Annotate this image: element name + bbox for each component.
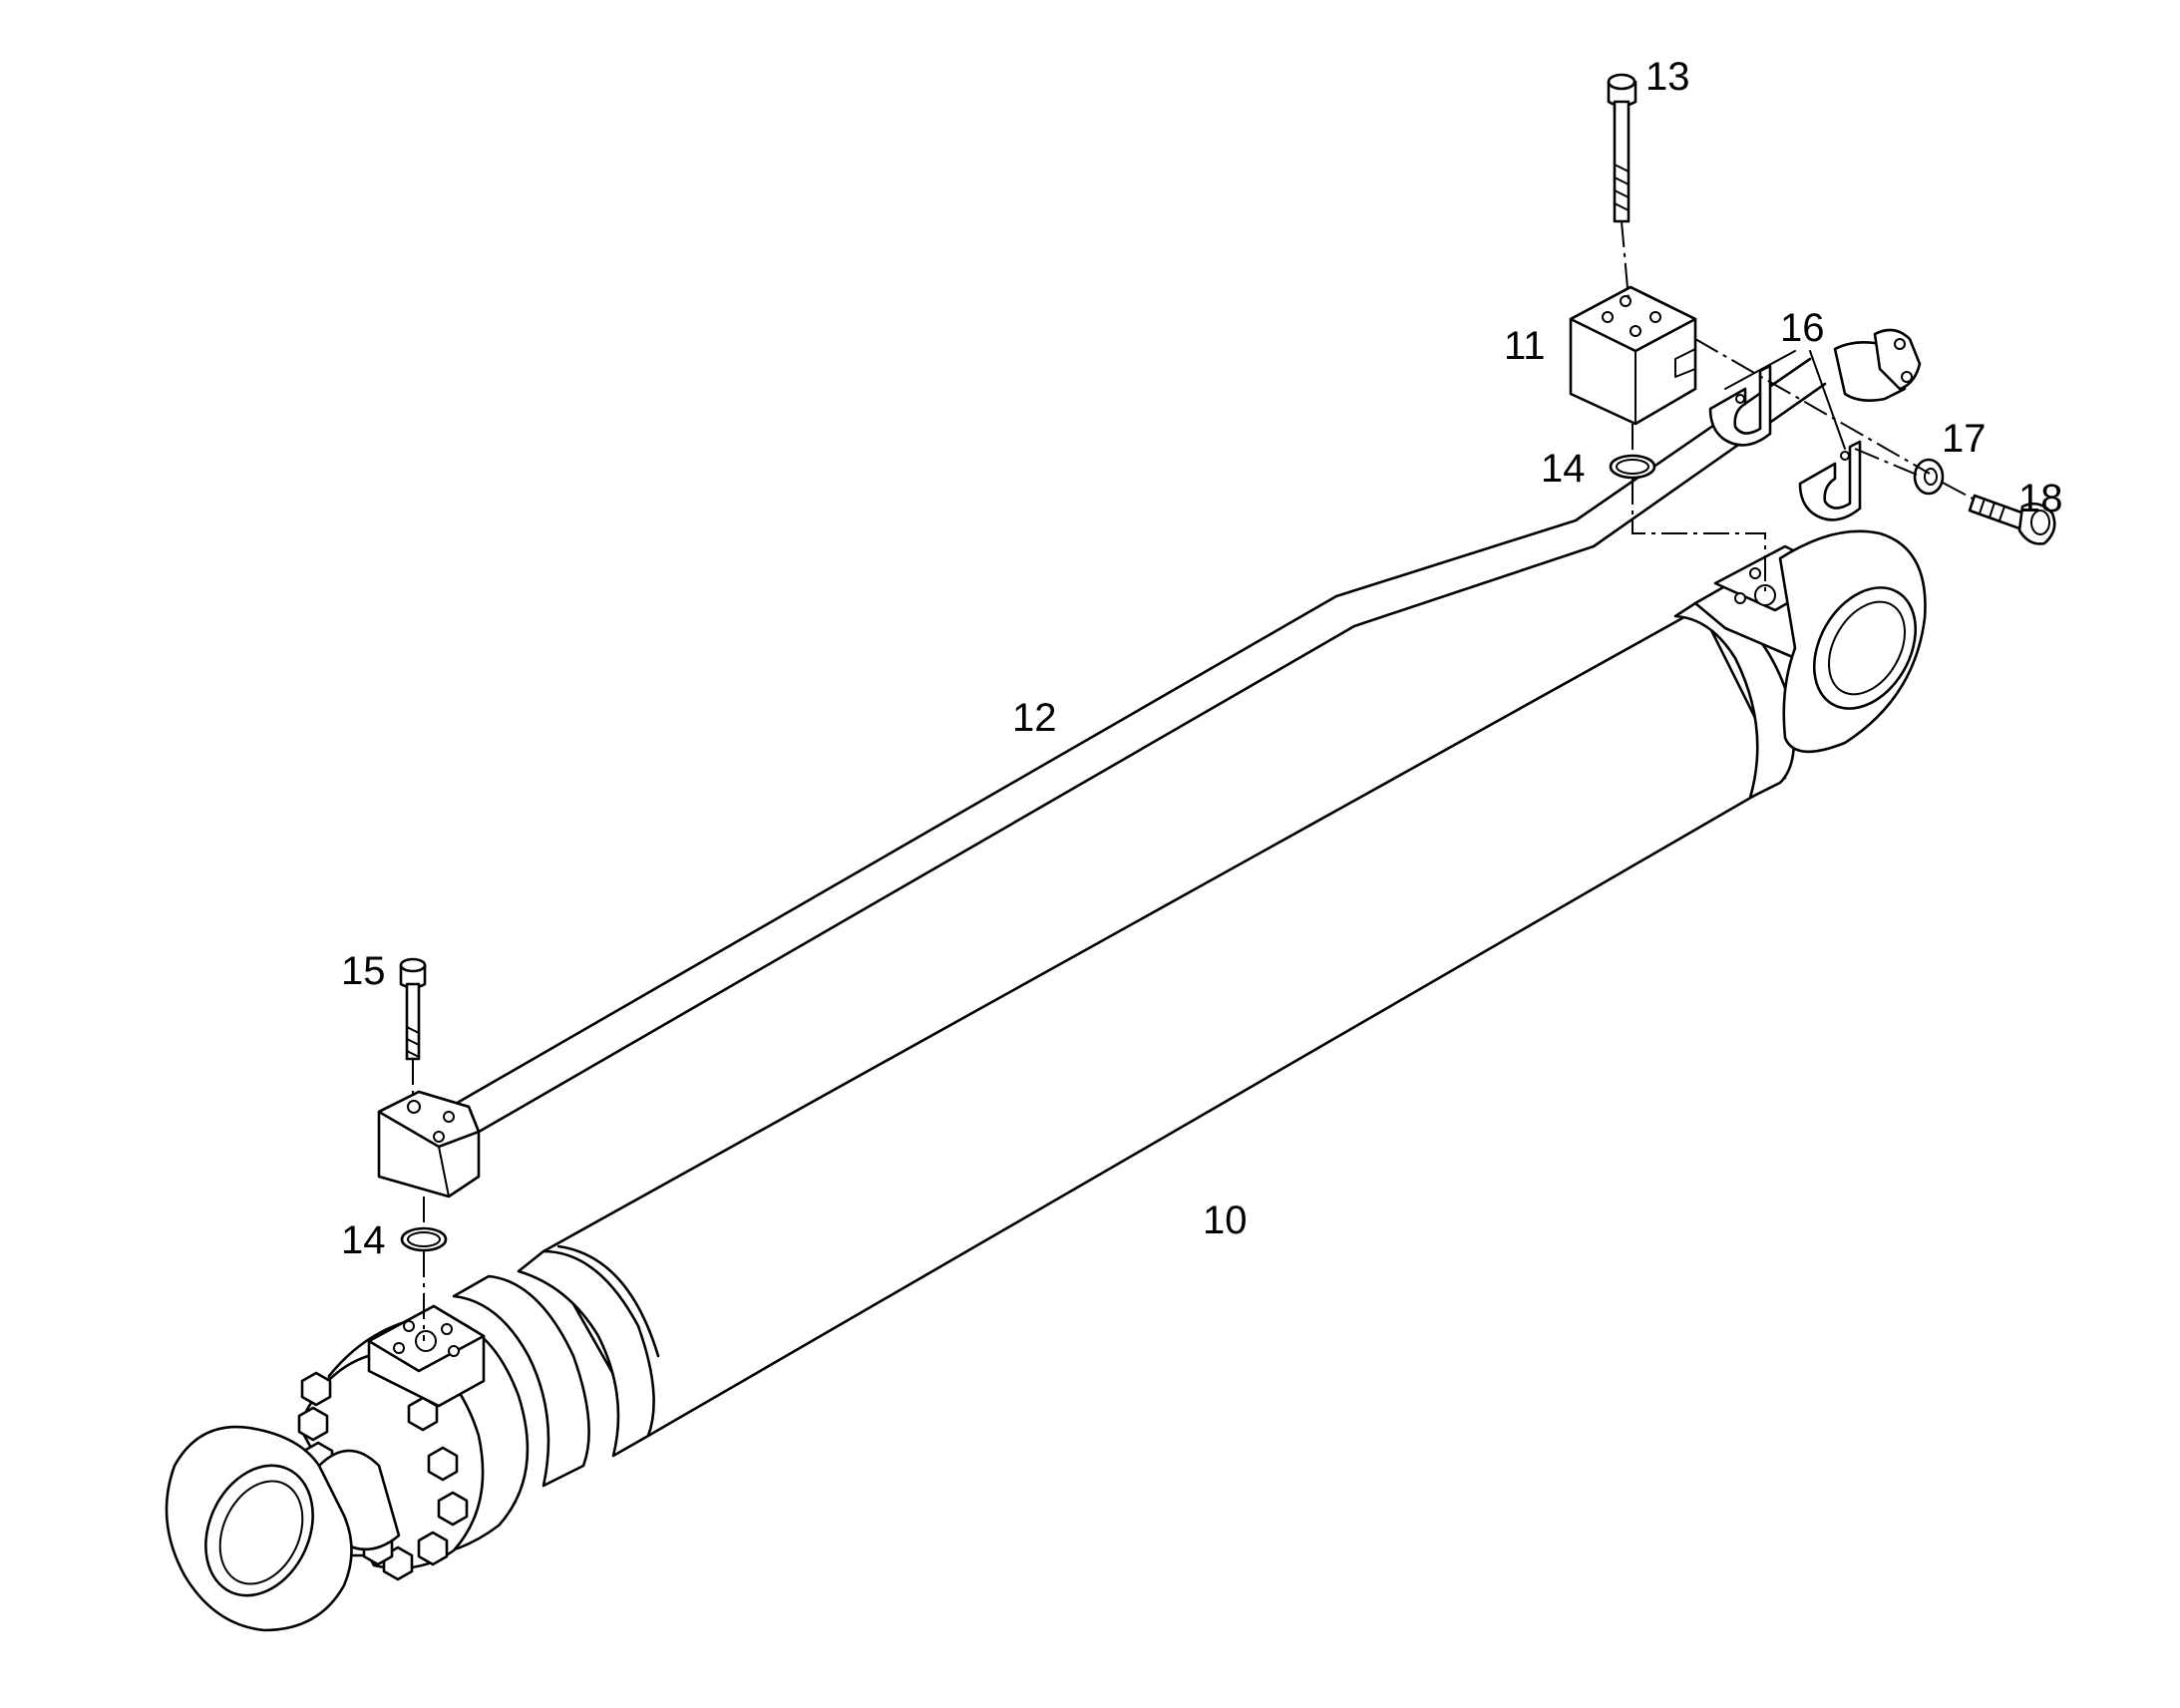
pipe-clamp-upper [1708, 364, 1772, 447]
pipe-clamp-lower [1798, 440, 1862, 521]
screw-side [1968, 494, 2056, 545]
leader-lines [1724, 350, 1846, 450]
callout-labels: 13 11 16 17 18 14 12 15 14 10 [341, 55, 2063, 1262]
o-ring-upper [1609, 454, 1656, 480]
o-ring-lower [400, 1226, 448, 1252]
callout-18: 18 [2018, 477, 2063, 520]
assembly-center-lines [412, 220, 1974, 1341]
cap-screw-top [1607, 73, 1637, 223]
cap-screw-lower [399, 957, 427, 1061]
tube-flange-block [1569, 285, 1697, 426]
hydraulic-tube [452, 328, 1922, 1137]
callout-10: 10 [1203, 1198, 1248, 1242]
callout-14-lower: 14 [341, 1218, 386, 1262]
callout-17: 17 [1942, 417, 1987, 461]
callout-13: 13 [1645, 55, 1690, 99]
washer [1913, 458, 1945, 496]
hydraulic-cylinder [165, 529, 1927, 1632]
callout-15: 15 [341, 949, 386, 993]
callout-14-upper: 14 [1541, 447, 1586, 491]
callout-16: 16 [1780, 306, 1825, 350]
callout-11: 11 [1504, 324, 1546, 368]
lower-flange-block [377, 1090, 481, 1198]
callout-12: 12 [1012, 696, 1057, 740]
